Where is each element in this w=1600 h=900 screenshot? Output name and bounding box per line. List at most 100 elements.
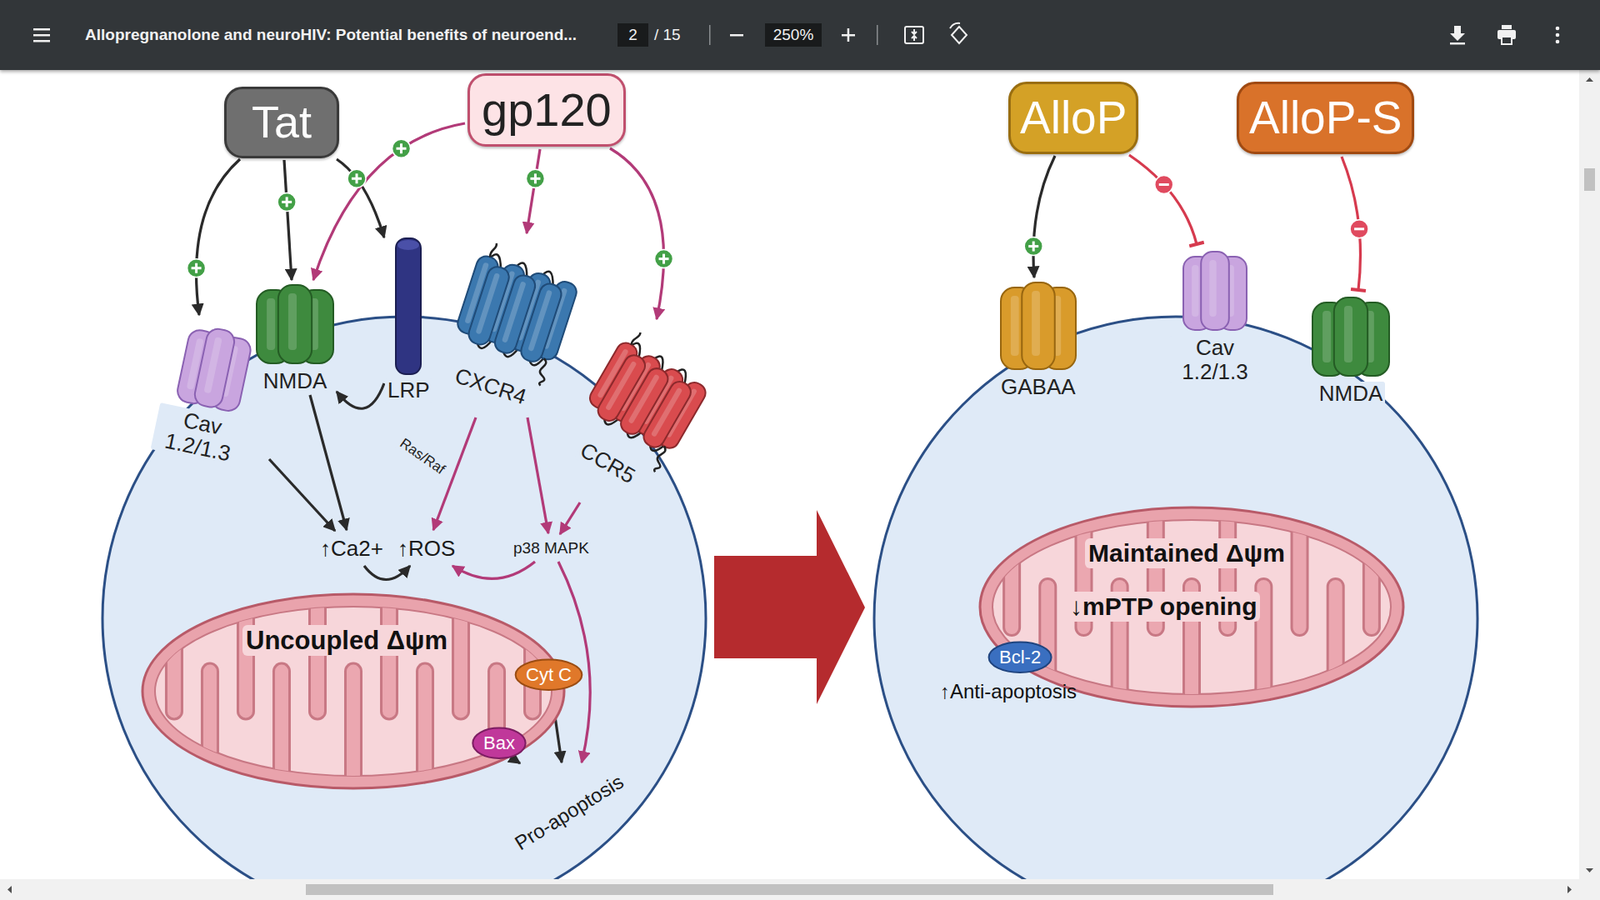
pdf-toolbar: Allopregnanolone and neuroHIV: Potential…	[0, 0, 1600, 70]
node-text: Bcl-2	[999, 645, 1041, 670]
agent-box: AlloP-S	[1236, 81, 1415, 155]
receptor-shape	[255, 283, 335, 367]
connector	[560, 502, 580, 535]
channel-subunit	[1200, 251, 1230, 330]
mark-disc	[1350, 220, 1369, 239]
subunit-highlight	[288, 293, 297, 350]
mark-bar	[1032, 241, 1035, 252]
receptor-body	[395, 238, 421, 375]
crista-edge	[165, 591, 184, 711]
transmembrane-helix	[640, 378, 695, 451]
receptor-label: LRP	[385, 378, 433, 403]
separator	[876, 25, 879, 45]
zoom-out-icon	[730, 34, 744, 37]
badge-ellipse	[472, 728, 525, 759]
subunit-highlight	[1031, 290, 1040, 356]
crista	[525, 591, 540, 711]
scroll-arrows	[0, 879, 1580, 900]
node-text: Maintained Δψm	[1085, 538, 1289, 569]
node-text: p38 MAPK	[513, 538, 590, 559]
receptor-tail	[630, 330, 641, 346]
helix-highlight	[501, 280, 527, 343]
node-text: gp120	[481, 80, 612, 140]
connector	[269, 459, 335, 531]
connector	[196, 159, 240, 315]
activation-mark	[277, 192, 296, 211]
receptor-label: NMDA	[1316, 381, 1386, 406]
crista	[275, 671, 289, 791]
crista	[1365, 505, 1379, 628]
protein-badge: Bcl-2	[987, 640, 1053, 675]
connector	[336, 159, 385, 238]
mitochondrion	[140, 591, 567, 791]
receptor-node: Cav 1.2/1.3	[1169, 250, 1261, 384]
agent-box: AlloP	[1008, 81, 1139, 155]
mark-disc	[525, 169, 545, 188]
page-box	[617, 23, 649, 47]
crista-edge	[451, 591, 470, 711]
crista	[167, 591, 181, 711]
receptor-node: NMDA	[1310, 295, 1391, 406]
subunit-highlight	[203, 336, 222, 394]
activation-mark	[1024, 237, 1043, 256]
crista-edge	[1290, 505, 1310, 628]
mark-bar	[355, 173, 359, 184]
receptor-label: GABAA	[998, 375, 1079, 400]
zoom-box	[765, 23, 822, 47]
connector	[284, 160, 292, 280]
node-text: Tat	[251, 94, 312, 151]
receptor-label: Cav 1.2/1.3	[1169, 335, 1261, 384]
mark-bar	[285, 196, 289, 207]
vertical-scrollbar	[1579, 70, 1600, 900]
crista-edge	[200, 671, 220, 791]
helix-highlight	[650, 387, 683, 438]
toolbar-text: 250%	[765, 25, 822, 45]
toolbar-text: 2	[617, 25, 649, 45]
cell-right	[874, 316, 1478, 880]
crista	[1329, 586, 1343, 710]
node-text: ↑Anti-apoptosis	[936, 680, 1080, 705]
protein-badge: Cyt C	[514, 658, 584, 692]
rotate-icon	[950, 23, 967, 44]
badge-ellipse	[989, 642, 1052, 673]
crista	[418, 671, 432, 791]
receptor-label: NMDA	[260, 369, 330, 394]
mark-bar	[195, 263, 198, 274]
mark-disc	[347, 169, 366, 188]
mark-bar	[400, 143, 403, 154]
activation-mark	[655, 250, 674, 269]
receptor-node: NMDA	[255, 283, 335, 394]
inhibition-mark	[1155, 175, 1174, 195]
mark-disc	[1155, 175, 1174, 195]
protein-badge: Bax	[471, 726, 527, 760]
subunit-highlight	[266, 298, 275, 350]
mark-disc	[187, 259, 206, 278]
subunit-highlight	[1344, 305, 1353, 363]
subunit-highlight	[1191, 265, 1199, 317]
badge-ellipse	[515, 660, 583, 690]
scroll-thumb	[1584, 168, 1595, 191]
activation-mark	[187, 259, 206, 278]
connector	[527, 417, 549, 534]
menu-icon	[33, 28, 50, 43]
agent-box: gp120	[467, 73, 626, 147]
activation-mark	[392, 139, 411, 158]
crista-edge	[415, 671, 435, 791]
node-text: ↓mPTP opening	[1066, 591, 1260, 622]
mark-bar	[534, 173, 537, 184]
text-node: p38 MAPK	[510, 536, 593, 560]
mark-bar	[1159, 183, 1170, 186]
receptor-shape	[999, 280, 1078, 373]
subunit-highlight	[1209, 260, 1216, 317]
mark-disc	[277, 192, 296, 211]
horizontal-scrollbar	[0, 879, 1580, 900]
subunit-highlight	[1322, 310, 1331, 363]
channel-subunit	[1021, 282, 1055, 370]
crista-edge	[344, 671, 363, 791]
crista	[1005, 505, 1019, 628]
connector	[452, 561, 535, 579]
transmembrane-helix	[518, 281, 564, 365]
helix-highlight	[475, 272, 501, 335]
crista-edge	[272, 671, 291, 791]
transition-arrow	[714, 510, 865, 705]
